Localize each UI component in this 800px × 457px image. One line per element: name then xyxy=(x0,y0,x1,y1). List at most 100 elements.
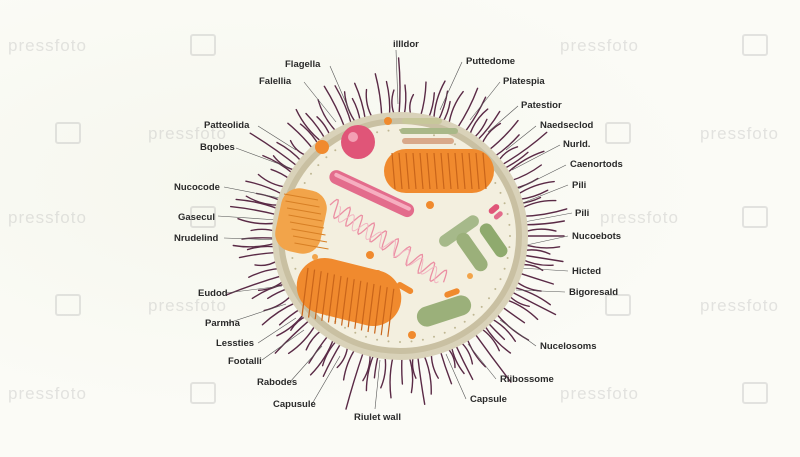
label-gasecul: Gasecul xyxy=(178,212,215,223)
membrane-dot xyxy=(344,326,346,329)
pilus xyxy=(509,290,557,316)
pilus xyxy=(523,243,561,249)
pilus xyxy=(248,267,282,278)
pilus xyxy=(439,348,453,385)
organelle-stripe xyxy=(419,152,424,190)
leader-line xyxy=(521,235,569,247)
pilus xyxy=(422,353,432,395)
organelle-stripe xyxy=(374,285,382,334)
leader-line xyxy=(519,184,569,205)
membrane-dot xyxy=(325,156,328,159)
organelle-stripe xyxy=(405,152,410,190)
pilus xyxy=(433,80,446,122)
organelle-stripe xyxy=(292,235,328,243)
pilus xyxy=(323,85,346,130)
label-nucelosoms: Nucelosoms xyxy=(540,341,597,352)
pilus xyxy=(515,180,555,196)
label-caenortods: Caenortods xyxy=(570,159,623,170)
organelle-stripe xyxy=(308,269,316,318)
pilus xyxy=(486,119,519,152)
leader-line xyxy=(519,267,569,272)
organelle-stripe xyxy=(398,152,403,190)
label-pili-upper: Pili xyxy=(572,180,587,191)
leader-lines xyxy=(217,49,573,410)
membrane-dot xyxy=(387,129,390,132)
membrane-dot xyxy=(354,331,357,334)
membrane-dot xyxy=(499,191,502,194)
pilus xyxy=(522,220,565,226)
membrane-dot xyxy=(443,331,446,334)
label-parmha: Parmha xyxy=(205,318,240,329)
organelle-stripes xyxy=(283,152,487,337)
membrane-dot xyxy=(376,338,379,341)
organelle-stripe xyxy=(341,277,349,326)
organelle-stripe xyxy=(440,152,445,190)
label-bigoresald: Bigoresald xyxy=(569,287,619,298)
granule xyxy=(408,331,416,339)
label-eudod: Eudod xyxy=(198,288,228,299)
pilus xyxy=(362,351,371,382)
pilus xyxy=(514,280,542,292)
membrane-dot xyxy=(387,340,390,343)
pilus xyxy=(322,341,343,377)
pilus xyxy=(262,154,295,175)
organelle-orange-left xyxy=(275,188,327,254)
leader-line xyxy=(374,359,381,410)
watermark-camera-icon xyxy=(605,294,631,316)
leader-line xyxy=(445,353,467,400)
green-organelle xyxy=(439,215,479,247)
organelle-stripe xyxy=(289,221,325,229)
watermark: pressfoto xyxy=(8,384,87,403)
membrane-dot xyxy=(303,182,306,184)
pilus xyxy=(427,92,435,120)
watermark-camera-icon xyxy=(190,206,216,228)
label-riibossome: Riibossome xyxy=(500,374,554,385)
watermark-camera-icon xyxy=(742,382,768,404)
label-flagella: Flagella xyxy=(285,59,321,70)
watermark-camera-icon xyxy=(605,122,631,144)
membrane-dot xyxy=(508,246,511,249)
pilus xyxy=(274,318,312,354)
granule xyxy=(396,282,414,294)
membrane-dot xyxy=(463,320,466,323)
leader-line xyxy=(469,81,501,121)
leader-line xyxy=(499,319,537,347)
organelle-stripe xyxy=(288,214,323,222)
pilus xyxy=(389,355,394,399)
leader-line xyxy=(523,212,573,223)
pilus xyxy=(345,350,365,410)
pilus xyxy=(492,134,520,158)
dna-strand xyxy=(329,198,448,283)
organelle-stripe xyxy=(285,200,320,208)
label-falellia: Falellia xyxy=(259,76,292,87)
membrane-dot xyxy=(454,326,456,329)
pilus xyxy=(448,90,464,127)
pilus xyxy=(342,347,357,381)
organelle-stripe xyxy=(354,280,362,329)
storage-granule xyxy=(402,138,454,144)
organelle-stripe xyxy=(334,275,342,325)
organelle-stripe xyxy=(461,152,466,190)
organelle-stripe xyxy=(391,152,396,190)
leader-line xyxy=(235,147,291,169)
membrane-dot xyxy=(499,278,502,281)
granule xyxy=(426,201,434,209)
membrane-dot xyxy=(506,257,509,259)
membrane-dot xyxy=(334,149,337,152)
organelle-stripe xyxy=(321,272,329,321)
pilus xyxy=(374,73,383,118)
watermark-camera-icon xyxy=(190,382,216,404)
membrane-dot xyxy=(454,143,456,146)
pilus xyxy=(403,84,407,117)
pilus xyxy=(334,85,353,127)
membrane-dot xyxy=(365,335,367,338)
granule xyxy=(312,254,318,260)
pilus xyxy=(225,274,284,296)
watermark: pressfoto xyxy=(148,124,227,143)
pilus xyxy=(523,228,557,233)
organelle-stripe xyxy=(387,288,395,337)
membrane-dot xyxy=(310,172,312,175)
green-organelle xyxy=(416,295,472,327)
membrane-dot xyxy=(376,131,379,134)
